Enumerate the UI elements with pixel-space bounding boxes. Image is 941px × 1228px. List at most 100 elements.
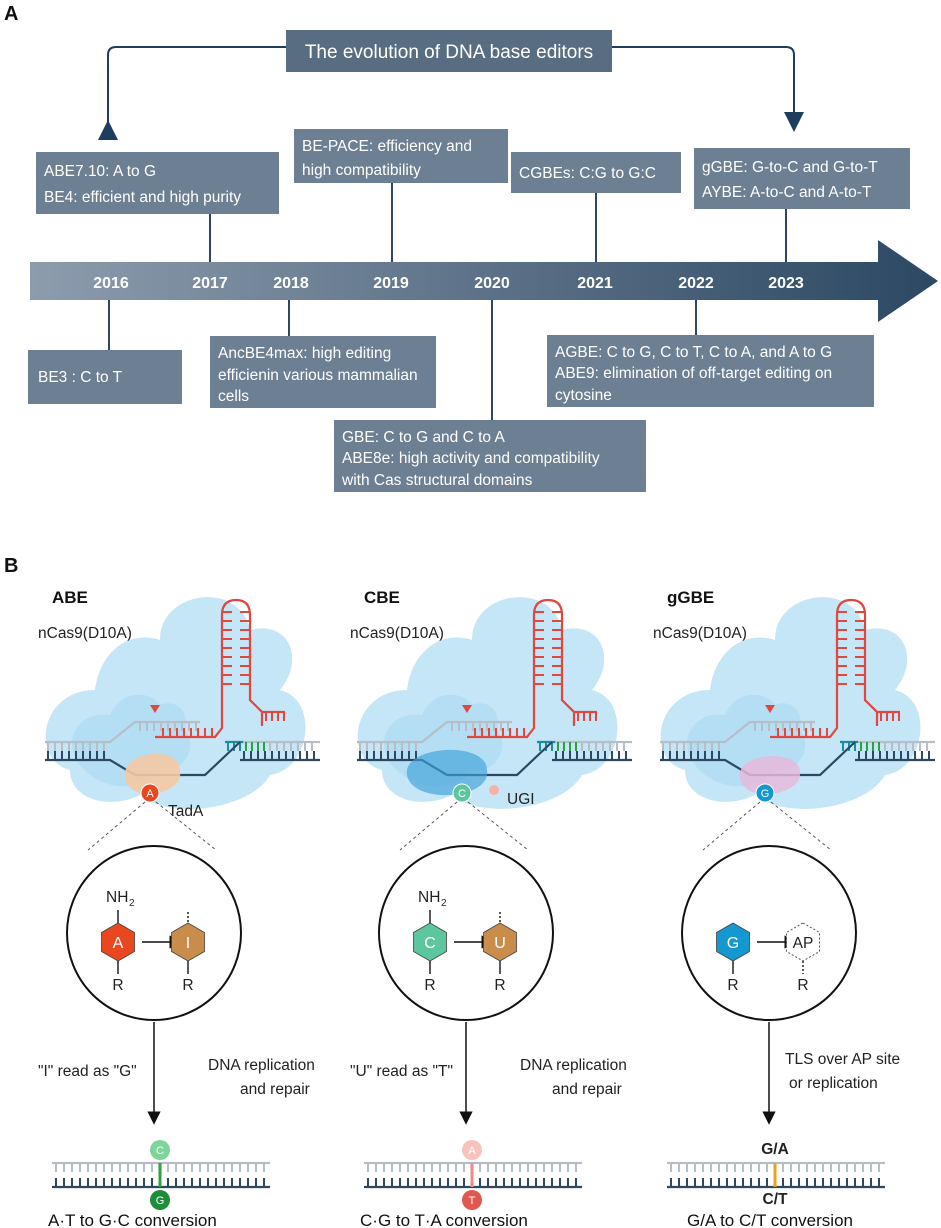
editor-name: ABE — [52, 588, 88, 607]
panel-b-label: B — [4, 555, 18, 577]
deaminase-domain — [739, 756, 801, 795]
process-text: DNA replication — [520, 1057, 627, 1074]
year-label: 2017 — [192, 275, 228, 292]
amine-label: NH — [418, 889, 440, 906]
event-text: cytosine — [555, 387, 612, 404]
result-bottom-base — [462, 1190, 482, 1210]
amine-subscript: 2 — [129, 898, 135, 909]
editor-name: CBE — [364, 588, 400, 607]
r-label: R — [424, 977, 435, 994]
title-bracket-right — [610, 46, 804, 132]
product-label: I — [186, 935, 190, 952]
event-text: CGBEs: C:G to G:C — [519, 165, 656, 182]
cas-label: nCas9(D10A) — [38, 625, 132, 642]
result-top-label: C — [156, 1145, 164, 1157]
year-label: 2021 — [577, 275, 613, 292]
process-text: and repair — [240, 1081, 310, 1098]
zoom-circle — [66, 845, 242, 1021]
event-box-2023 — [694, 148, 910, 209]
process-text: or replication — [789, 1075, 878, 1092]
timeline-title: The evolution of DNA base editors — [305, 42, 593, 63]
edited-base — [140, 783, 160, 803]
year-label: 2020 — [474, 275, 510, 292]
sgrna-backbone — [155, 598, 264, 739]
zoom-circle — [681, 845, 857, 1021]
edited-base-label: A — [146, 788, 154, 800]
result-top-base — [462, 1140, 482, 1160]
event-text: ABE9: elimination of off-target editing … — [555, 365, 832, 382]
product-label: U — [494, 935, 506, 952]
event-text: high compatibility — [302, 162, 421, 179]
r-label: R — [727, 977, 738, 994]
event-text: BE3 : C to T — [38, 369, 123, 386]
read-note: "U" read as "T" — [350, 1063, 453, 1080]
event-text: gGBE: G-to-C and G-to-T — [702, 159, 878, 176]
substrate-label: C — [424, 935, 436, 952]
result-top-base — [150, 1140, 170, 1160]
timeline-arrow — [30, 240, 938, 322]
cas-label: nCas9(D10A) — [350, 625, 444, 642]
event-text: efficienin various mammalian — [218, 367, 418, 384]
amine-label: NH — [106, 889, 128, 906]
result-top-label: A — [468, 1145, 476, 1157]
event-text: AYBE: A-to-C and A-to-T — [702, 184, 872, 201]
deaminase-label: UGI — [507, 791, 535, 808]
substrate-label: A — [113, 935, 124, 952]
editor-name: gGBE — [667, 588, 714, 607]
zoom-line — [87, 801, 146, 851]
zoom-circle — [378, 845, 554, 1021]
event-text: BE-PACE: efficiency and — [302, 138, 472, 155]
conversion-label: G/A to C/T conversion — [687, 1211, 853, 1228]
event-box-2021 — [511, 152, 681, 193]
timeline-title-box — [286, 30, 612, 72]
edited-base-label: G — [761, 788, 770, 800]
cut-site-marker — [765, 705, 775, 713]
result-bottom-label: C/T — [763, 1191, 789, 1208]
event-text: AncBE4max: high editing — [218, 345, 391, 362]
year-label: 2023 — [768, 275, 804, 292]
zoom-line — [399, 801, 458, 851]
event-box-2019 — [294, 129, 508, 183]
amine-subscript: 2 — [441, 898, 447, 909]
conversion-label: A·T to G·C conversion — [48, 1211, 217, 1228]
zoom-line — [467, 801, 529, 851]
event-box-2016 — [28, 350, 182, 404]
deaminase-domain — [406, 749, 488, 796]
event-text: GBE: C to G and C to A — [342, 429, 505, 446]
cas-label: nCas9(D10A) — [653, 625, 747, 642]
zoom-line — [155, 801, 217, 851]
r-label: R — [112, 977, 123, 994]
sgrna-backbone — [770, 598, 879, 739]
event-text: ABE8e: high activity and compatibility — [342, 450, 600, 467]
timeline-years: 2016 2017 2018 2019 2020 2021 2022 2023 — [93, 275, 804, 292]
conversion-label: C·G to T·A conversion — [360, 1211, 528, 1228]
year-label: 2022 — [678, 275, 714, 292]
event-text: cells — [218, 388, 249, 405]
edited-base — [452, 783, 472, 803]
zoom-line — [702, 801, 761, 851]
event-box-2018 — [210, 336, 436, 408]
cut-site-marker — [462, 705, 472, 713]
event-box-2020 — [334, 420, 646, 492]
year-label: 2019 — [373, 275, 409, 292]
result-bottom-label: T — [469, 1195, 476, 1207]
edited-base — [755, 783, 775, 803]
substrate-label: G — [727, 935, 739, 952]
process-text: DNA replication — [208, 1057, 315, 1074]
ugi-domain — [489, 785, 499, 795]
event-text: ABE7.10: A to G — [44, 163, 156, 180]
sgrna-backbone — [467, 598, 576, 739]
cut-site-marker — [150, 705, 160, 713]
result-bottom-base — [150, 1190, 170, 1210]
r-label: R — [494, 977, 505, 994]
event-box-2017 — [36, 152, 279, 214]
year-label: 2016 — [93, 275, 129, 292]
read-note: "I" read as "G" — [38, 1063, 137, 1080]
r-label: R — [797, 977, 808, 994]
process-text: and repair — [552, 1081, 622, 1098]
deaminase-label: TadA — [168, 803, 204, 820]
